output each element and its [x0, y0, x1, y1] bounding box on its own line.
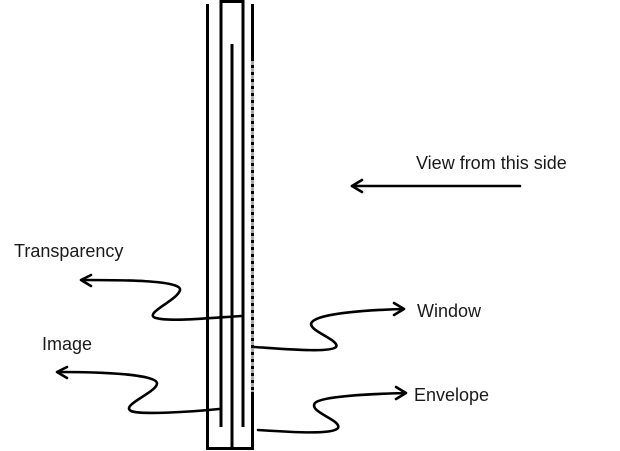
envelope-pointer [256, 385, 408, 434]
window-pointer [252, 301, 406, 352]
image-pointer [55, 365, 221, 415]
envelope-structure [206, 4, 254, 450]
transparency-arrow-curve [80, 278, 243, 322]
envelope-label: Envelope [414, 385, 489, 405]
view-direction-label: View from this side [416, 153, 567, 173]
image-arrow-curve [56, 370, 221, 415]
window-arrow-head [392, 301, 406, 317]
window-arrow-curve [252, 307, 405, 352]
view-arrow-head [350, 178, 364, 194]
view-direction-arrow [350, 178, 522, 194]
transparency-image-sleeve [219, 0, 245, 427]
image-label: Image [42, 334, 92, 354]
insert-sheets [219, 0, 245, 427]
transparency-arrow-head [79, 273, 93, 288]
transparency-label: Transparency [14, 241, 123, 261]
window-label: Window [417, 301, 482, 321]
envelope-arrow-head [394, 385, 408, 401]
envelope-arrow-curve [256, 391, 407, 434]
image-arrow-head [55, 365, 69, 380]
transparency-pointer [79, 273, 243, 322]
